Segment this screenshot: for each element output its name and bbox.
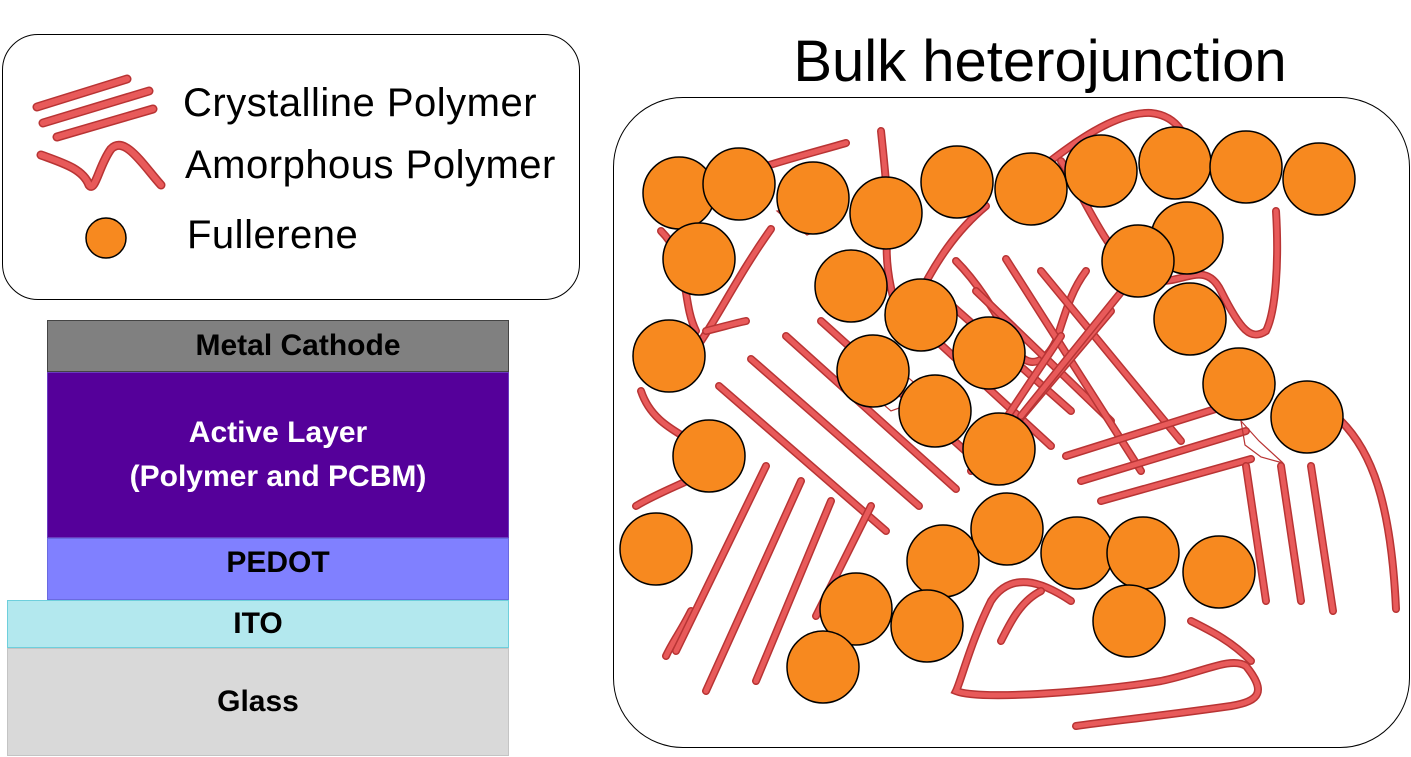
fullerene-particle (970, 492, 1044, 566)
fullerene-particle (1182, 535, 1256, 609)
fullerene-label: Fullerene (187, 213, 359, 257)
fullerene-particle (952, 316, 1026, 390)
fullerene-particle (1138, 126, 1212, 200)
fullerene-particle (1064, 134, 1138, 208)
fullerene-particle (836, 334, 910, 408)
polymer-chain (1057, 157, 1282, 339)
polymer-chain (1277, 462, 1305, 605)
crystalline-polymer-icon (32, 74, 158, 142)
fullerene-particle (906, 524, 980, 598)
polymer-chain (672, 462, 770, 655)
polymer-chain (1187, 617, 1255, 665)
polymer-chain (1062, 397, 1245, 460)
fullerene-particle (1282, 142, 1356, 216)
polymer-chain (950, 578, 1262, 730)
ito-layer: ITO (7, 600, 509, 648)
fullerene-particle (884, 278, 958, 352)
pedot-label: PEDOT (226, 546, 330, 579)
fullerene-particle (1106, 516, 1180, 590)
morphology-title: Bulk heterojunction (793, 29, 1287, 94)
hexagon-link (1240, 419, 1284, 464)
glass-layer: Glass (7, 648, 509, 756)
crystalline-polymer-label: Crystalline Polymer (183, 81, 538, 125)
fullerene-particle (786, 630, 860, 704)
polymer-chain (1017, 282, 1130, 420)
fullerene-particle (632, 319, 706, 393)
polymer-chain (1097, 455, 1255, 505)
fullerene-particle (920, 145, 994, 219)
amorphous-polymer-label: Amorphous Polymer (185, 143, 556, 187)
active-layer-label: Active Layer (188, 416, 368, 449)
fullerene-particle (814, 249, 888, 323)
polymer-chain (782, 332, 960, 493)
morphology-canvas (619, 108, 1400, 730)
polymer-chain (702, 317, 750, 335)
fullerene-particle (994, 152, 1068, 226)
polymer-chain (702, 477, 805, 695)
fullerene-particle (1101, 224, 1175, 298)
fullerene-particle (776, 161, 850, 235)
polymer-chain (1077, 427, 1250, 485)
fullerene-particle (1040, 516, 1114, 590)
glass-label: Glass (217, 685, 299, 718)
fullerene-particle (962, 412, 1036, 486)
polymer-chain (715, 382, 890, 535)
fullerene-particle (662, 222, 736, 296)
polymer-chain (747, 355, 923, 510)
polymer-chain (1307, 462, 1337, 615)
legend: Crystalline Polymer Amorphous Polymer Fu… (2, 34, 580, 300)
polymer-chain (1242, 462, 1270, 605)
polymer-chain (752, 497, 835, 685)
fullerene-particle (898, 374, 972, 448)
polymer-chain (997, 587, 1045, 645)
fullerene-particles (619, 126, 1356, 704)
metal-cathode-layer: Metal Cathode (47, 320, 509, 372)
fullerene-particle (1092, 584, 1166, 658)
morphology-box (613, 97, 1410, 748)
amorphous-polymer-icon (36, 140, 166, 191)
fullerene-particle (672, 419, 746, 493)
fullerene-particle (890, 589, 964, 663)
pedot-layer: PEDOT (47, 538, 509, 600)
fullerene-icon (85, 217, 127, 259)
fullerene-particle (1270, 380, 1344, 454)
polymer-chain (662, 607, 695, 660)
fullerene-particle (619, 512, 693, 586)
fullerene-particle (819, 572, 893, 646)
fullerene-particle (849, 176, 923, 250)
polymer-chain (1037, 267, 1185, 445)
fullerene-particle (1153, 282, 1227, 356)
ito-label: ITO (233, 607, 283, 640)
metal-cathode-label: Metal Cathode (195, 329, 401, 362)
active-layer: Active Layer (Polymer and PCBM) (47, 372, 509, 538)
fullerene-particle (1202, 347, 1276, 421)
polymer-chain (1337, 417, 1400, 613)
fullerene-particle (1209, 130, 1283, 204)
active-layer-sublabel: (Polymer and PCBM) (129, 460, 427, 493)
fullerene-particle (702, 147, 776, 221)
